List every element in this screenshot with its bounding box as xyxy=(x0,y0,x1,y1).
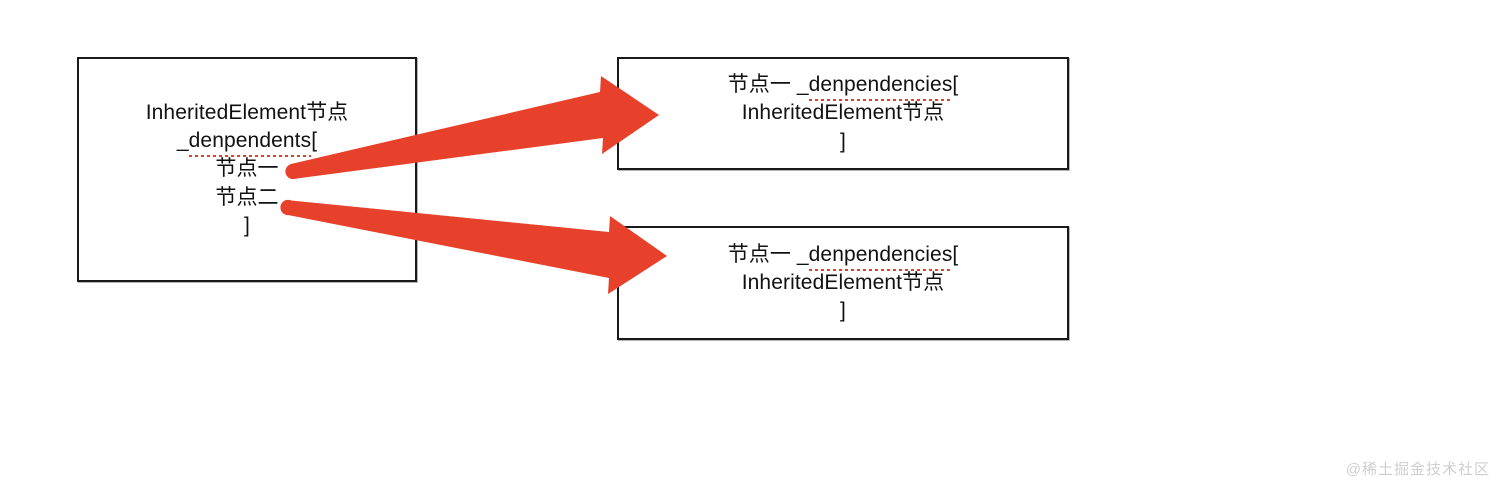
dependency-2-bracket-open: [ xyxy=(952,242,959,266)
node-box-dependency-2-text: 节点一 _denpendencies[ InheritedElement节点 ] xyxy=(728,241,959,325)
dependency-1-bracket-close: ] xyxy=(840,129,846,153)
dependency-1-bracket-open: [ xyxy=(952,73,959,97)
dependents-bracket-open: [ xyxy=(311,129,318,153)
dependency-2-misspelled-word: denpendencies xyxy=(808,241,953,272)
dependency-2-bracket-close: ] xyxy=(840,299,846,323)
dependency-2-node-label: 节点一 xyxy=(727,242,797,266)
dependency-1-line-key: 节点一 _denpendencies[ xyxy=(727,71,959,102)
dependents-line-title: InheritedElement节点 xyxy=(145,101,349,125)
dependency-2-underscore: _ xyxy=(796,242,809,266)
dependency-1-node-label: 节点一 xyxy=(727,73,797,97)
dependents-underscore: _ xyxy=(176,129,189,153)
dependency-1-misspelled-word: denpendencies xyxy=(808,71,953,102)
dependency-1-line-element: InheritedElement节点 xyxy=(741,101,945,125)
node-box-dependency-1: 节点一 _denpendencies[ InheritedElement节点 ] xyxy=(617,57,1069,170)
dependents-bracket-close: ] xyxy=(244,213,250,237)
dependents-line-item-2: 节点二 xyxy=(215,185,279,209)
node-box-dependents: InheritedElement节点 _denpendents[ 节点一 节点二… xyxy=(77,57,417,282)
dependents-line-item-1: 节点一 xyxy=(215,157,279,181)
node-box-dependency-1-text: 节点一 _denpendencies[ InheritedElement节点 ] xyxy=(728,71,959,155)
node-box-dependents-text: InheritedElement节点 _denpendents[ 节点一 节点二… xyxy=(146,99,349,240)
dependents-misspelled-word: denpendents xyxy=(188,127,312,158)
watermark: @稀土掘金技术社区 xyxy=(1345,461,1490,478)
node-box-dependency-2: 节点一 _denpendencies[ InheritedElement节点 ] xyxy=(617,226,1069,340)
dependency-1-underscore: _ xyxy=(796,73,809,97)
dependency-2-line-element: InheritedElement节点 xyxy=(741,270,945,294)
dependency-2-line-key: 节点一 _denpendencies[ xyxy=(727,241,959,272)
dependents-line-key: _denpendents[ xyxy=(176,127,318,158)
